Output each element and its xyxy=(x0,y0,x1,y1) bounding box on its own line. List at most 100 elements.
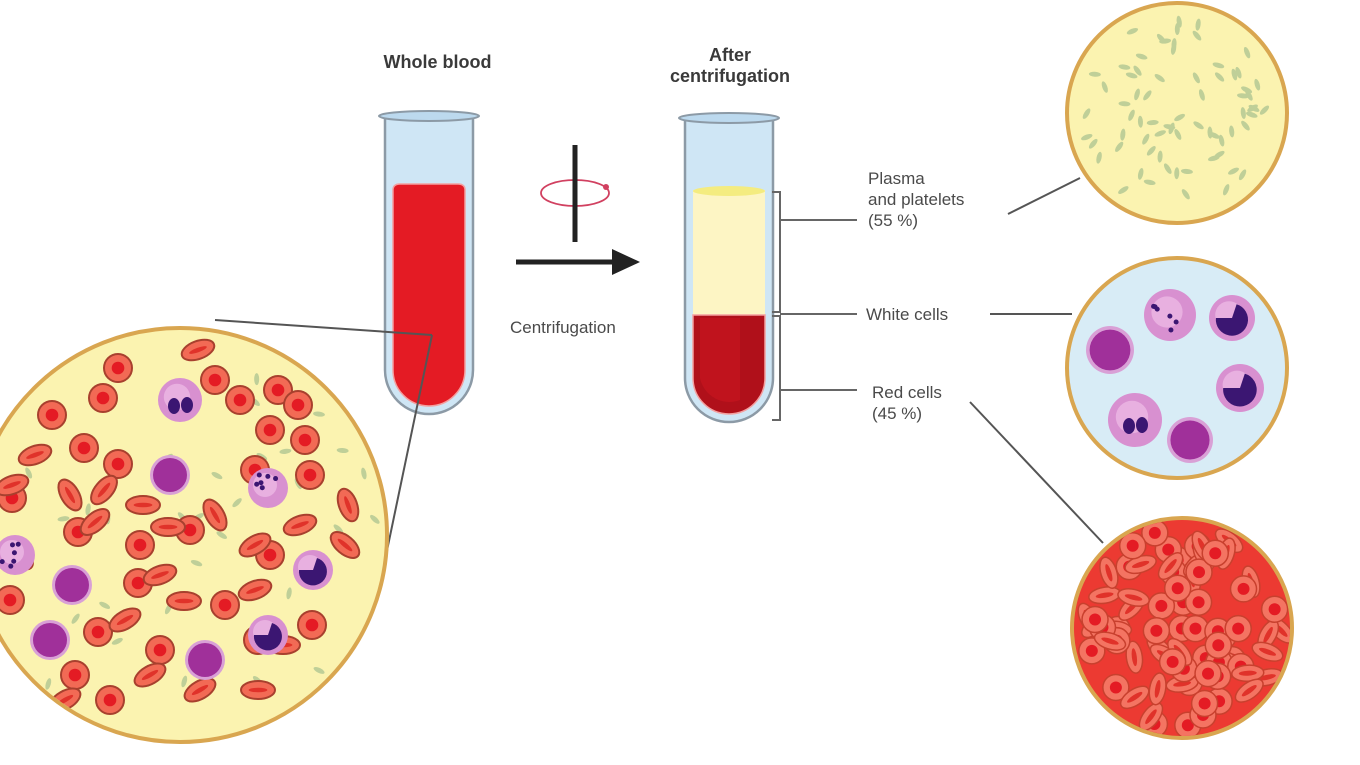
magnified-whole-blood xyxy=(0,326,389,744)
platelet xyxy=(313,411,325,417)
white-blood-cell xyxy=(248,468,288,508)
platelet xyxy=(1208,132,1220,139)
platelet xyxy=(1081,133,1093,141)
platelet xyxy=(1240,107,1246,120)
red-blood-cell xyxy=(336,487,360,523)
red-blood-cell xyxy=(1158,648,1187,676)
white-blood-cell xyxy=(293,550,333,590)
white-blood-cell xyxy=(1108,393,1162,447)
platelet xyxy=(363,698,375,706)
red-blood-cell xyxy=(297,610,327,640)
callout-line-plasma xyxy=(1007,177,1081,215)
red-blood-cell xyxy=(1163,574,1192,602)
magnified-white-cells xyxy=(1065,256,1289,480)
red-blood-cell xyxy=(150,517,186,537)
platelet xyxy=(1118,186,1129,194)
red-blood-cell xyxy=(125,495,161,515)
platelet xyxy=(25,467,33,479)
platelet xyxy=(1159,38,1172,44)
red-blood-cell xyxy=(17,443,53,467)
white-blood-cell xyxy=(1167,417,1213,463)
red-blood-cell xyxy=(1119,685,1150,710)
platelet xyxy=(1212,62,1225,69)
arrow-right-icon xyxy=(516,249,640,275)
platelet xyxy=(1228,167,1239,175)
red-blood-cell xyxy=(60,660,90,690)
platelet xyxy=(1137,115,1143,128)
whole-blood-title: Whole blood xyxy=(383,52,492,72)
platelet xyxy=(1254,78,1261,91)
red-blood-cell xyxy=(237,578,273,602)
white-blood-cell xyxy=(1209,295,1255,341)
red-blood-cell xyxy=(90,474,118,506)
red-blood-cell xyxy=(108,607,142,633)
platelet xyxy=(45,678,52,690)
platelet xyxy=(1174,167,1180,180)
red-blood-cell xyxy=(103,449,133,479)
platelet xyxy=(336,447,349,454)
red-blood-cell xyxy=(1251,641,1284,662)
magnified-red-cells xyxy=(1070,516,1294,740)
platelet xyxy=(1135,53,1148,60)
red-blood-cell xyxy=(1102,673,1130,702)
white-blood-cell xyxy=(158,378,202,422)
platelet xyxy=(1157,150,1163,163)
red-blood-cell xyxy=(1117,588,1150,607)
red-blood-cell xyxy=(1081,605,1109,634)
callout-line-red xyxy=(969,401,1104,544)
platelet xyxy=(1154,73,1165,83)
red-blood-cell xyxy=(1260,595,1289,623)
platelet xyxy=(1222,184,1230,196)
white-cells-label: White cells xyxy=(866,305,949,324)
platelet xyxy=(254,373,260,386)
plasma-label: Plasma and platelets (55 %) xyxy=(868,169,965,230)
platelet xyxy=(1174,128,1182,140)
white-blood-cell xyxy=(1144,289,1196,341)
platelet xyxy=(71,613,80,624)
white-blood-cell xyxy=(1216,364,1264,412)
red-blood-cell xyxy=(283,390,313,420)
red-blood-cell xyxy=(200,365,230,395)
platelet xyxy=(1245,111,1258,118)
platelet xyxy=(1096,151,1102,164)
red-blood-cell xyxy=(95,685,125,715)
platelet xyxy=(1115,141,1124,152)
red-blood-cell xyxy=(180,338,216,362)
red-blood-cell xyxy=(133,662,167,688)
red-blood-cell xyxy=(1234,678,1264,703)
platelet xyxy=(1143,179,1156,186)
platelet xyxy=(1176,15,1182,28)
platelet xyxy=(1192,72,1200,84)
platelet xyxy=(57,516,70,522)
centrifugation-label: Centrifugation xyxy=(510,318,616,337)
platelet xyxy=(1125,72,1138,79)
platelet xyxy=(333,524,344,534)
platelet xyxy=(313,666,325,674)
white-blood-cell xyxy=(52,565,92,605)
after-centrifugation-title: After centrifugation xyxy=(670,45,790,86)
platelet xyxy=(1207,155,1220,162)
platelet xyxy=(1163,124,1176,130)
red-blood-cell xyxy=(1157,552,1184,581)
platelet xyxy=(370,514,380,524)
platelet xyxy=(1214,72,1225,82)
red-blood-cell xyxy=(145,635,175,665)
platelet xyxy=(1241,120,1250,131)
white-blood-cell xyxy=(185,640,225,680)
red-blood-cell xyxy=(255,415,285,445)
platelet xyxy=(1088,71,1101,77)
red-blood-cell xyxy=(263,375,293,405)
platelet xyxy=(99,601,111,609)
red-blood-cell xyxy=(1141,520,1169,547)
rotation-icon xyxy=(540,145,610,242)
platelet xyxy=(1120,128,1126,141)
platelet xyxy=(1118,101,1131,107)
red-blood-cell xyxy=(183,677,217,703)
red-blood-cell xyxy=(282,513,318,537)
platelet xyxy=(361,467,367,480)
platelet xyxy=(1248,104,1260,112)
separated-tube xyxy=(678,112,780,424)
platelet xyxy=(1146,146,1156,156)
red-blood-cell xyxy=(329,531,361,559)
red-blood-cell xyxy=(202,498,228,532)
